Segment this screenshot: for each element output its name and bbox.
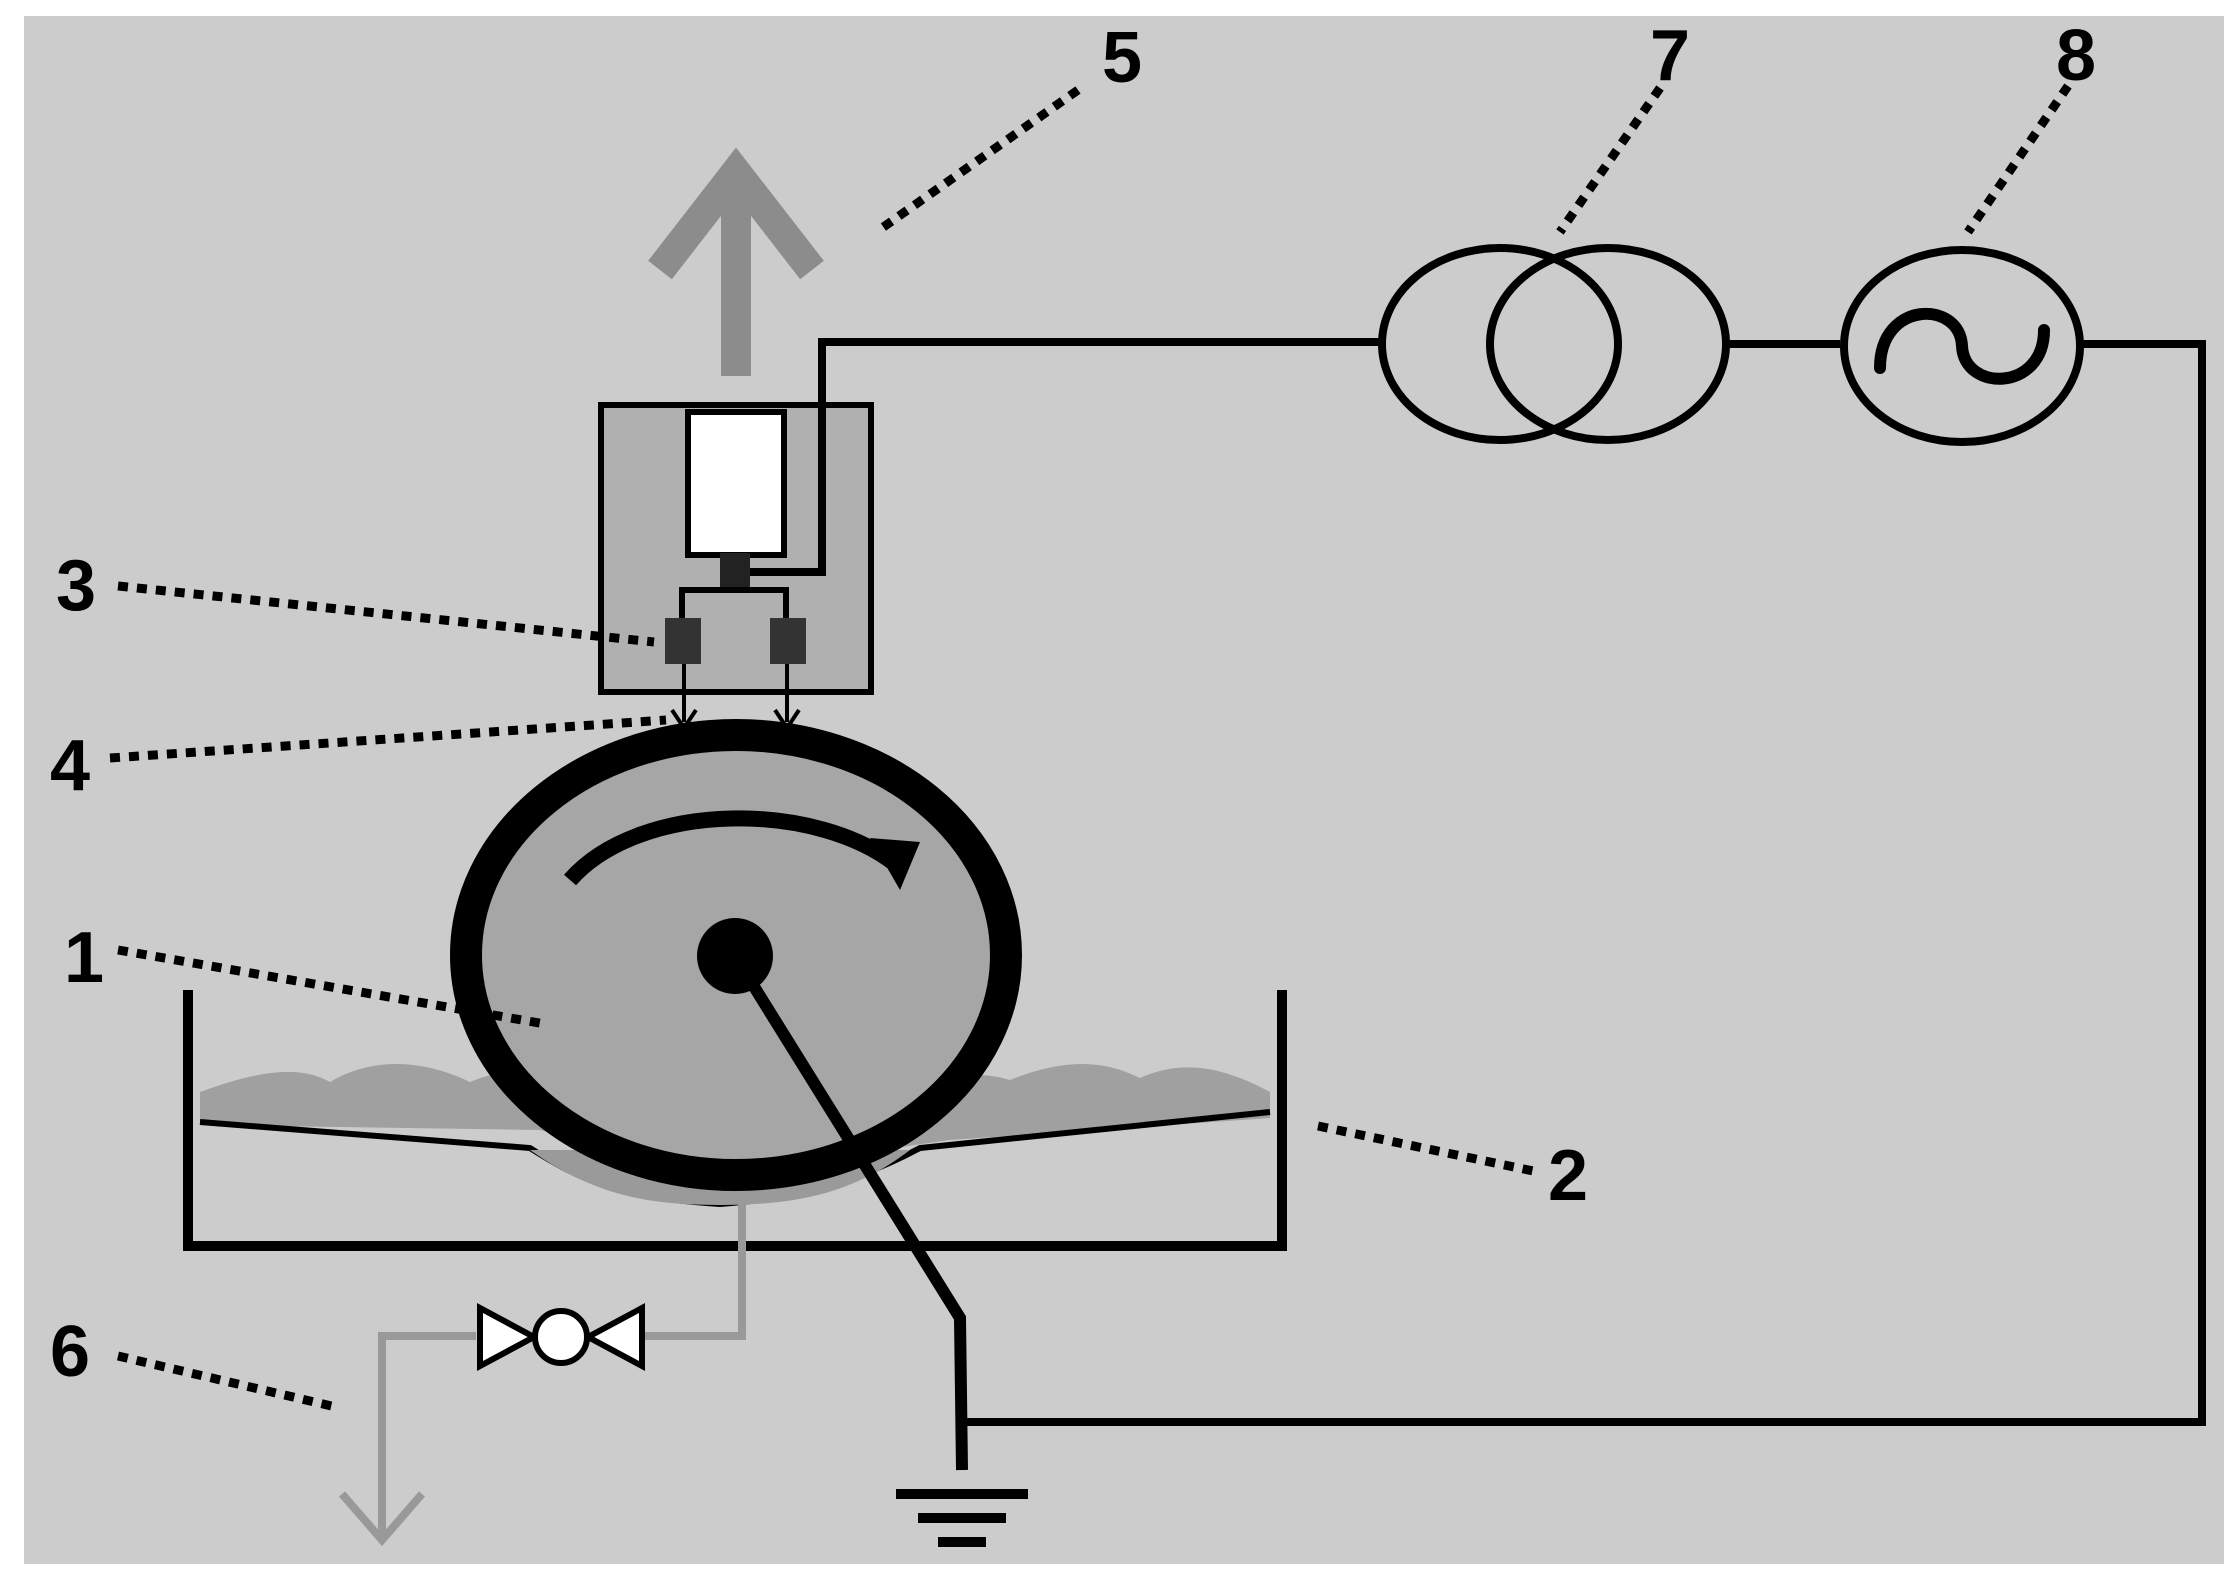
leader-5: [879, 86, 1081, 232]
rotation-arrowhead: [870, 838, 920, 890]
diagram-background: [24, 16, 2224, 1564]
label-2: 2: [1548, 1136, 1588, 1216]
label-7: 7: [1650, 16, 1690, 96]
nozzle-block: [598, 402, 874, 732]
label-4: 4: [50, 726, 90, 806]
bath-container: [183, 990, 1287, 1251]
nozzle-left: [665, 618, 701, 664]
label-3: 3: [56, 546, 96, 626]
drain-line: [338, 1204, 746, 1547]
leader-3: [117, 581, 655, 647]
ground-icon: [896, 1489, 1028, 1547]
leader-lines: [109, 83, 2072, 1413]
solution-chamber: [685, 409, 787, 558]
leader-6: [116, 1351, 342, 1413]
manifold-connector: [720, 553, 750, 593]
rotating-drum: [450, 719, 1022, 1471]
leader-1: [117, 945, 546, 1029]
label-1: 1: [64, 918, 104, 998]
label-6: 6: [50, 1312, 90, 1392]
leader-4: [109, 715, 667, 763]
exhaust-arrow: [648, 147, 824, 376]
label-8: 8: [2056, 16, 2096, 96]
label-5: 5: [1102, 18, 1142, 98]
ground-lead: [729, 952, 968, 1471]
hv-wire-top: [750, 338, 1380, 576]
valve-icon: [477, 1302, 645, 1372]
nozzle-right: [770, 618, 806, 664]
